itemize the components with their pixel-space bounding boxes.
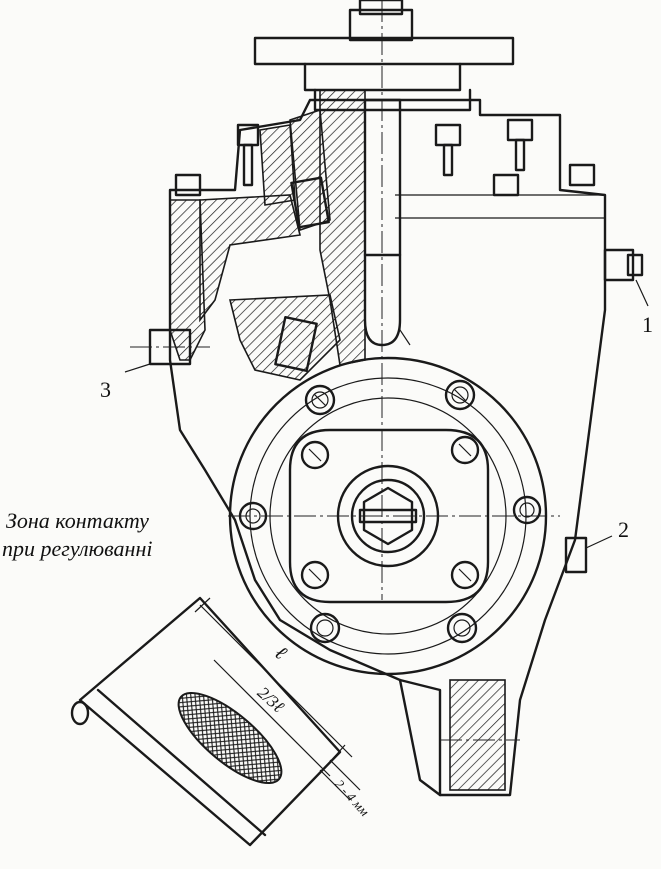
plug-3 bbox=[124, 328, 210, 373]
label-2: 2 bbox=[618, 517, 629, 542]
caption-line-2: при регулюванні bbox=[2, 536, 153, 561]
caption: Зона контакту при регулюванні bbox=[2, 507, 152, 563]
flange-bolts bbox=[238, 379, 542, 644]
output-flange bbox=[228, 356, 560, 676]
shaft bbox=[274, 98, 402, 373]
bottom-lug bbox=[398, 678, 520, 797]
section-hatching bbox=[169, 89, 506, 791]
top-flange bbox=[253, 0, 515, 112]
label-3: 3 bbox=[100, 377, 111, 402]
caption-line-1: Зона контакту bbox=[6, 508, 149, 533]
top-bolts bbox=[174, 118, 596, 197]
label-1: 1 bbox=[642, 312, 653, 337]
tooth-contact-detail bbox=[70, 596, 361, 847]
plug-2 bbox=[564, 535, 613, 574]
plug-1 bbox=[603, 248, 649, 307]
